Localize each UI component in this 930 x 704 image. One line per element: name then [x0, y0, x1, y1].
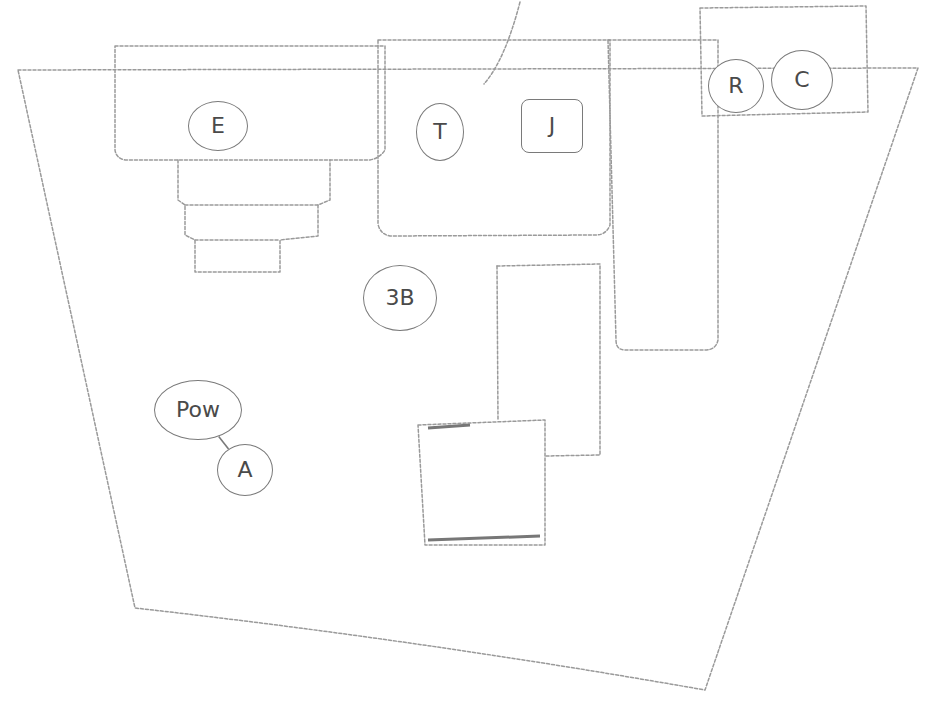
staircase-upper-left	[497, 266, 498, 420]
node-text: C	[794, 68, 809, 92]
staircase-shadow	[428, 425, 470, 428]
left-block	[115, 46, 385, 160]
staircase-lower	[418, 420, 545, 545]
circled-label: 3B	[363, 265, 437, 331]
node-text: Pow	[176, 398, 220, 422]
boxed-letter: J	[521, 99, 583, 153]
node-text: 3B	[385, 286, 414, 310]
circled-label: Pow	[154, 380, 242, 440]
staircase-shadow	[428, 536, 540, 540]
circled-letter: T	[416, 103, 464, 161]
stack-step-line	[185, 205, 318, 240]
staircase-upper	[497, 264, 600, 456]
top-cable	[484, 2, 520, 84]
node-text: T	[433, 120, 446, 144]
stepped-stack	[178, 160, 330, 272]
circled-letter: A	[217, 444, 273, 496]
circled-letter: C	[771, 50, 833, 110]
rc-box	[700, 6, 868, 116]
node-text: A	[237, 458, 252, 482]
circled-letter: R	[708, 59, 764, 113]
node-text: E	[211, 114, 225, 138]
node-text: R	[728, 74, 743, 98]
middle-block	[378, 40, 610, 236]
circled-letter: E	[188, 101, 248, 151]
node-text: J	[549, 114, 556, 138]
connector-line	[219, 436, 229, 449]
outer-housing	[18, 68, 918, 690]
